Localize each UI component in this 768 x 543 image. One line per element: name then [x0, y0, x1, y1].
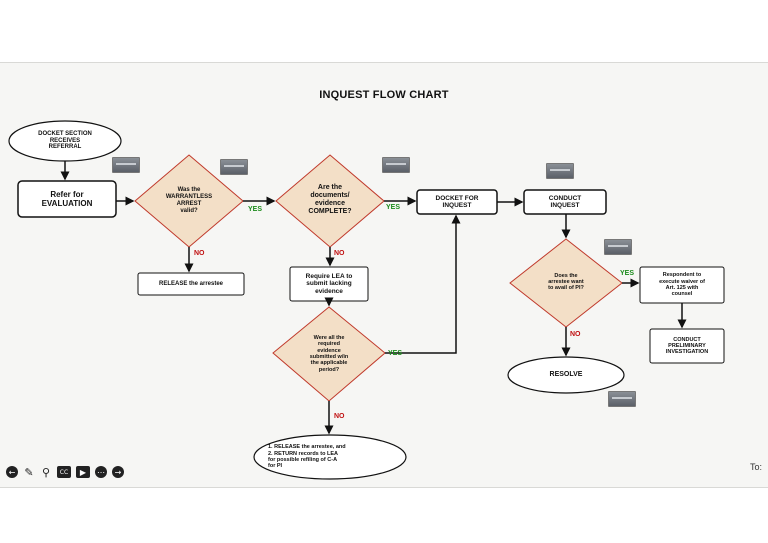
- release1-box: [137, 272, 245, 296]
- viewer-toolbar: ← ✎ ⚲ CC ▶ ⋯ →: [6, 465, 124, 479]
- corner-text: To:: [749, 462, 762, 472]
- book-image-2: [220, 159, 248, 175]
- submitted-label: Were all the required evidence submitted…: [309, 335, 349, 373]
- back-icon[interactable]: ←: [6, 466, 18, 478]
- flowchart-connectors: [8, 120, 725, 480]
- avail-pi-label: Does the arrestee want to avail of PI?: [548, 272, 584, 292]
- require-lea-label: Require LEA to submit lacking evidence: [305, 272, 353, 295]
- docket-inquest-label: DOCKET FOR INQUEST: [435, 194, 479, 209]
- docket-section-label: DOCKET SECTION RECEIVES REFERRAL: [38, 130, 92, 151]
- conduct-inquest-label: CONDUCT INQUEST: [548, 194, 582, 209]
- warrantless-label: Was the WARRANTLESS ARREST valid?: [165, 187, 213, 214]
- book-image-3: [382, 157, 410, 173]
- book-image-4: [546, 163, 574, 179]
- no-label-warrantless: NO: [194, 250, 205, 257]
- refer-label: Refer for EVALUATION: [41, 189, 93, 208]
- captions-icon[interactable]: CC: [57, 466, 71, 478]
- resolve-ellipse: [507, 356, 625, 394]
- yes-label-documents: YES: [386, 204, 401, 211]
- release-return-ellipse: [253, 434, 407, 480]
- pen-icon[interactable]: ✎: [24, 465, 34, 479]
- release-return-label: 1. RELEASE the arrestee, and 2. RETURN r…: [268, 444, 346, 470]
- no-label-submitted: NO: [334, 413, 345, 420]
- book-image-1: [112, 157, 140, 173]
- documents-label: Are the documents/ evidence COMPLETE?: [308, 183, 352, 216]
- conduct-inquest-box: [523, 189, 607, 215]
- more-icon[interactable]: ⋯: [95, 466, 107, 478]
- release1-label: RELEASE the arrestee: [158, 280, 224, 287]
- yes-label-avail-pi: YES: [620, 270, 635, 277]
- no-label-avail-pi: NO: [570, 331, 581, 338]
- book-image-6: [608, 391, 636, 407]
- resolve-label: RESOLVE: [549, 370, 583, 378]
- refer-box: [17, 180, 117, 218]
- waiver-label: Respondent to execute waiver of Art. 125…: [659, 272, 705, 298]
- slide: INQUEST FLOW CHART: [0, 62, 768, 488]
- yes-label-warrantless: YES: [248, 206, 263, 213]
- book-image-5: [604, 239, 632, 255]
- search-icon[interactable]: ⚲: [41, 465, 51, 479]
- yes-label-submitted: YES: [388, 350, 403, 357]
- conduct-pi-label: CONDUCT PRELIMINARY INVESTIGATION: [665, 336, 709, 356]
- video-icon[interactable]: ▶: [76, 466, 90, 478]
- page-title: INQUEST FLOW CHART: [319, 89, 449, 101]
- forward-icon[interactable]: →: [112, 466, 124, 478]
- conduct-pi-box: [649, 328, 725, 364]
- no-label-documents: NO: [334, 250, 345, 257]
